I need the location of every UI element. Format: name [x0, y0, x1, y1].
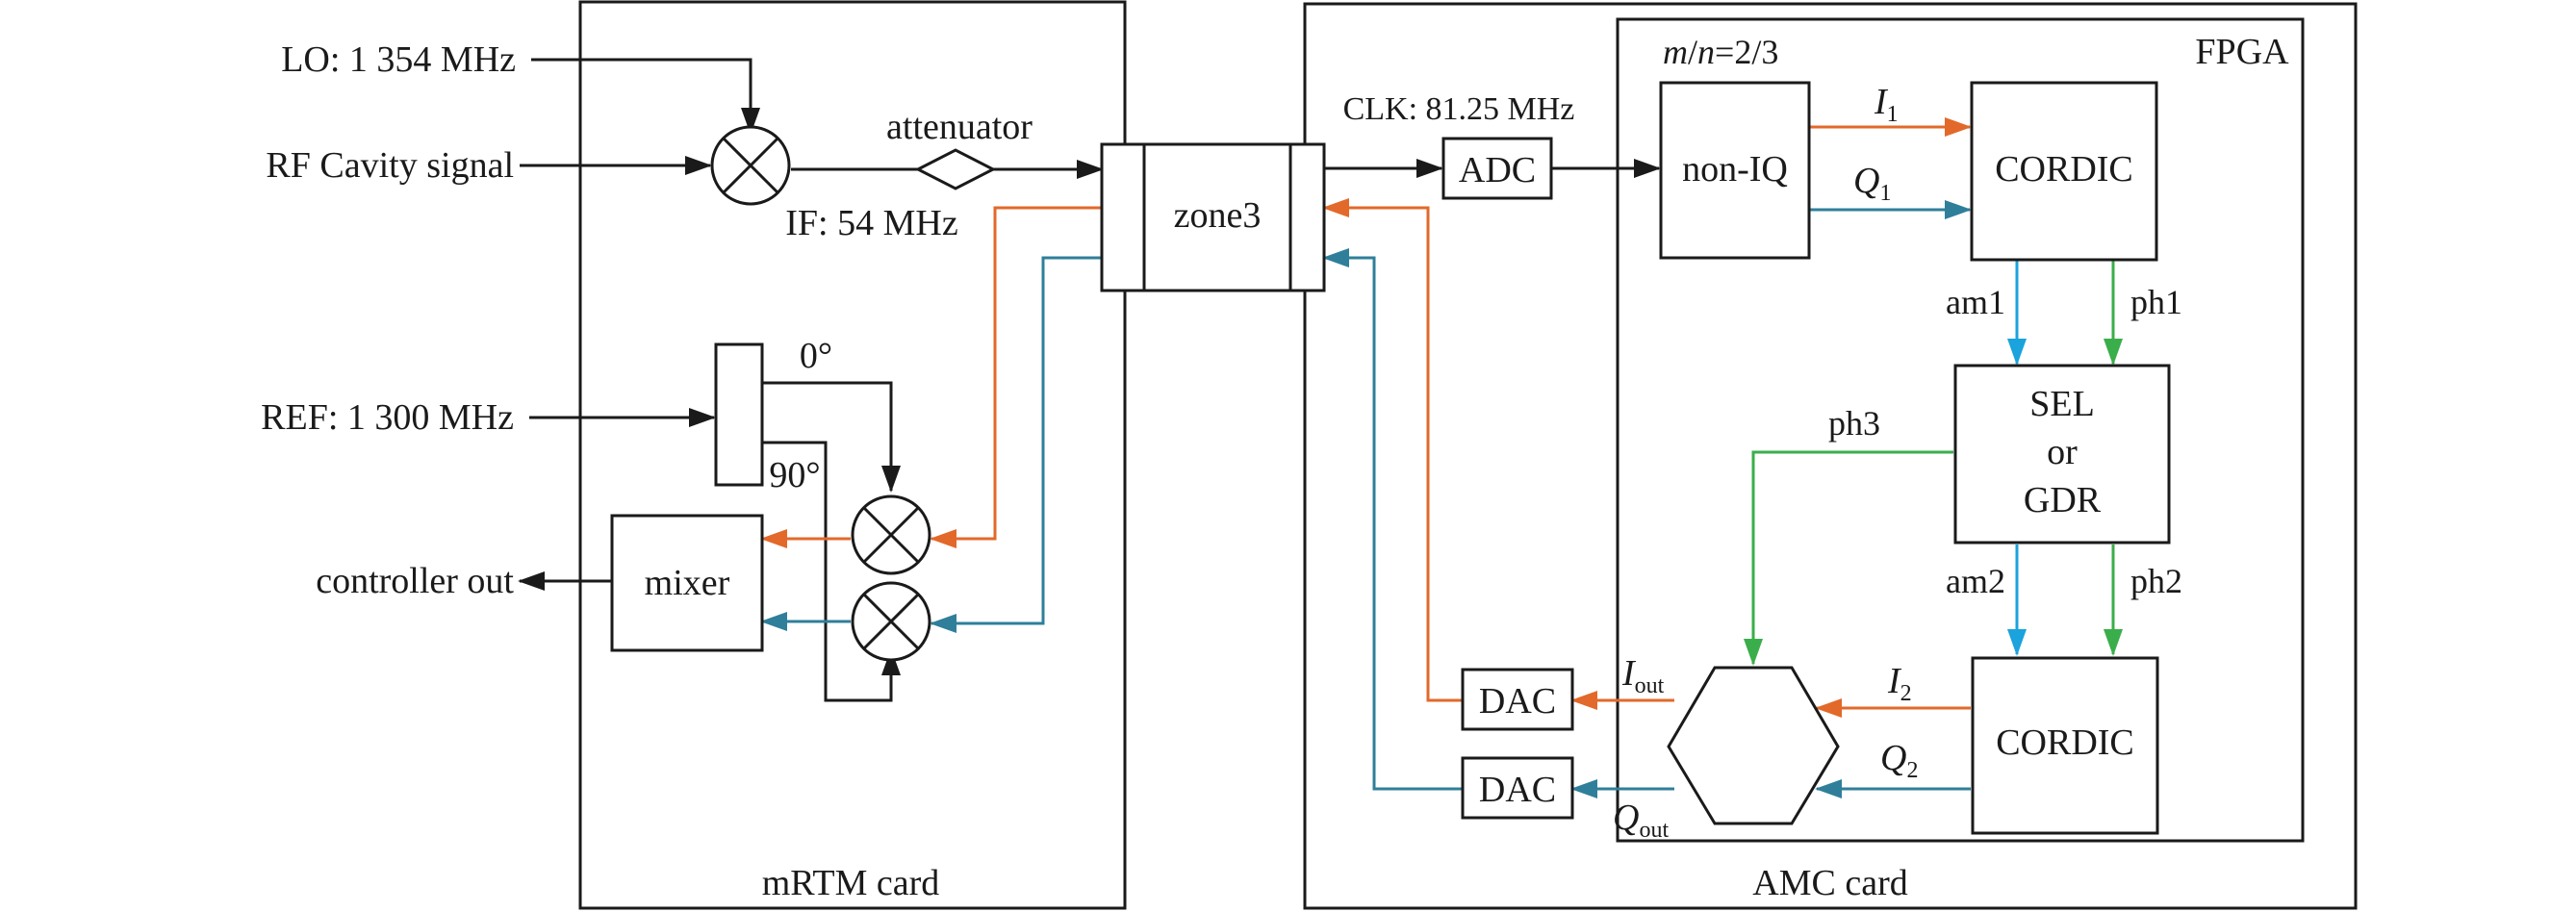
cordic-block-2: CORDIC — [1971, 656, 2159, 835]
rf-input-label: RF Cavity signal — [266, 145, 514, 186]
ninety-deg-line — [762, 441, 901, 702]
controller-out-label: controller out — [316, 561, 514, 601]
mixer-block: mixer — [610, 514, 764, 652]
mixer-symbol-1 — [710, 125, 791, 206]
or-label: or — [2047, 432, 2078, 472]
mixer-symbol-3 — [851, 581, 931, 662]
mixer-symbol-2 — [851, 494, 931, 575]
dac-i-return-line — [1322, 198, 1463, 702]
adc-block: ADC — [1441, 137, 1553, 200]
q1-label: Q1 — [1853, 161, 1891, 206]
ph3-line — [1744, 450, 1953, 666]
gdr-label: GDR — [2024, 480, 2102, 520]
cordic-2-label: CORDIC — [1996, 722, 2134, 763]
clk-label: CLK: 81.25 MHz — [1343, 91, 1575, 127]
attenuator-diamond — [914, 148, 997, 190]
cordic-block-1: CORDIC — [1970, 81, 2158, 262]
q2-label: Q2 — [1880, 738, 1918, 783]
sel-gdr-block: SEL or GDR — [1953, 364, 2171, 545]
lo-line — [531, 58, 760, 135]
non-iq-label: non-IQ — [1682, 149, 1788, 190]
cordic-1-label: CORDIC — [1995, 149, 2133, 190]
zero-deg-line — [762, 381, 901, 493]
qout-label: Qout — [1613, 798, 1669, 843]
ph1-label: ph1 — [2130, 283, 2182, 321]
i1-label: I1 — [1874, 82, 1899, 127]
dac-block-q: DAC — [1461, 756, 1574, 820]
mrtm-card-label: mRTM card — [762, 863, 940, 903]
teal-q-path — [760, 200, 1972, 798]
fpga-label: FPGA — [2195, 32, 2289, 72]
fpga-frame — [1616, 17, 2305, 843]
am1-label: am1 — [1946, 283, 2005, 321]
ph3-label: ph3 — [1828, 404, 1880, 443]
dac-block-i: DAC — [1461, 668, 1574, 731]
zero-deg-label: 0° — [800, 336, 832, 376]
lo-input-label: LO: 1 354 MHz — [281, 39, 516, 80]
attenuator-label: attenuator — [886, 107, 1033, 147]
amc-card-frame — [1303, 2, 2358, 910]
ph2-label: ph2 — [2130, 562, 2182, 600]
dac-q-return-line — [1322, 248, 1463, 791]
mn-ratio-label: m/n=2/3 — [1663, 33, 1778, 71]
black-signal-lines — [518, 58, 1661, 702]
mrtm-card-frame — [578, 0, 1127, 910]
quadrature-splitter — [714, 342, 764, 487]
i2-label: I2 — [1887, 661, 1912, 706]
mixer-label: mixer — [645, 563, 730, 603]
dac-q-label: DAC — [1479, 770, 1556, 810]
combiner-hexagon — [1667, 666, 1840, 825]
sel-label: SEL — [2029, 384, 2095, 424]
orange-i-path — [760, 117, 1972, 718]
iout-label: Iout — [1621, 653, 1665, 698]
zone3-block: zone3 — [1100, 142, 1326, 292]
dac-i-label: DAC — [1479, 681, 1556, 722]
amc-card-label: AMC card — [1752, 863, 1907, 903]
zone3-mixer3-q-line — [930, 256, 1102, 633]
zone3-label: zone3 — [1174, 195, 1262, 236]
green-ph-path — [1744, 260, 2123, 666]
am2-label: am2 — [1946, 562, 2005, 600]
ninety-deg-label: 90° — [769, 455, 820, 495]
if-label: IF: 54 MHz — [785, 203, 957, 243]
adc-label: ADC — [1459, 150, 1536, 190]
zone3-mixer2-i-line — [930, 206, 1102, 548]
non-iq-block: non-IQ — [1659, 81, 1811, 260]
ref-input-label: REF: 1 300 MHz — [261, 397, 514, 438]
